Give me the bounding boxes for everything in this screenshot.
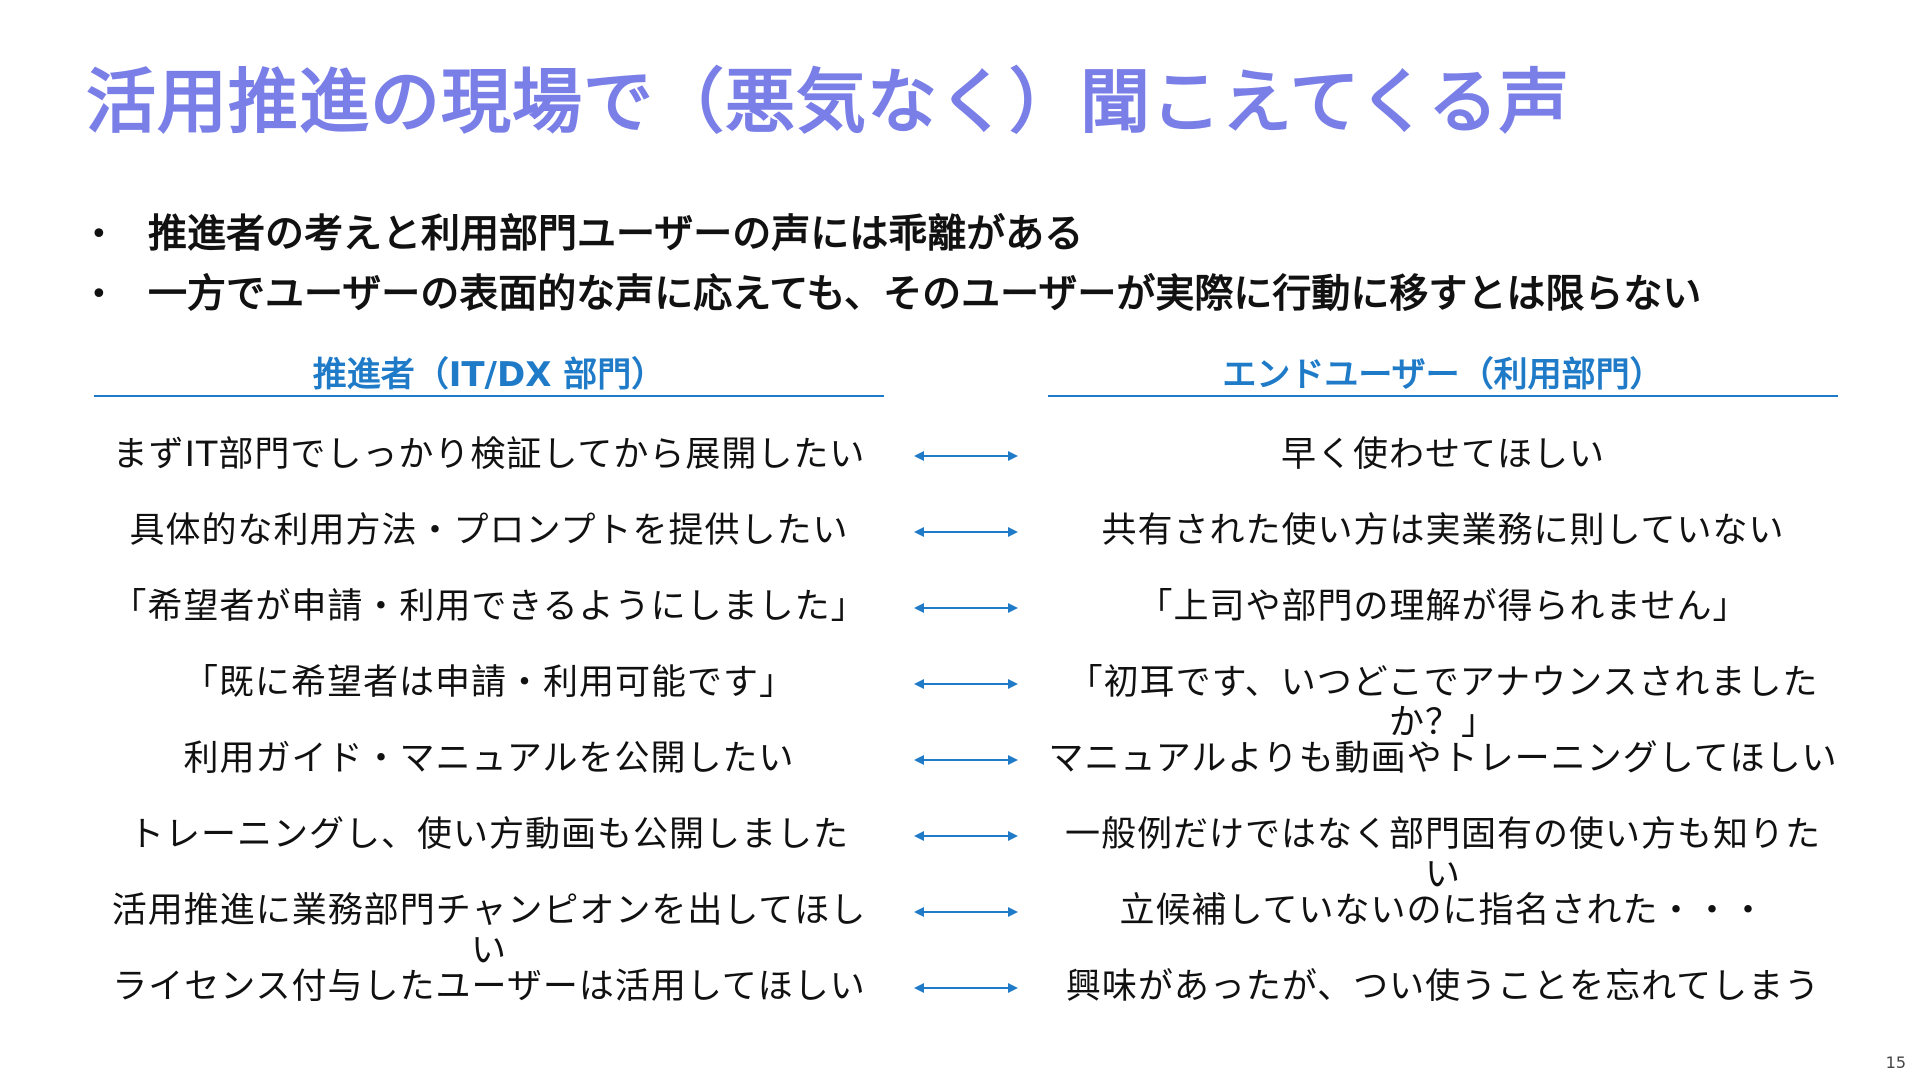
slide-title: 活用推進の現場で（悪気なく）聞こえてくる声 (86, 61, 1570, 143)
end-user-voice: 共有された使い方は実業務に則していない (1101, 511, 1785, 551)
promoter-voice: まずIT部門でしっかり検証してから展開したい (112, 435, 866, 475)
comparison-row: トレーニングし、使い方動画も公開しました 一般例だけではなく部門固有の使い方も知… (0, 815, 1920, 895)
promoter-voice: 「希望者が申請・利用できるようにしました」 (111, 587, 867, 627)
double-headed-arrow-icon (914, 755, 1018, 765)
comparison-row: ライセンス付与したユーザーは活用してほしい 興味があったが、つい使うことを忘れて… (0, 967, 1920, 1043)
end-user-voice: マニュアルよりも動画やトレーニングしてほしい (1048, 739, 1838, 779)
promoter-voice: 利用ガイド・マニュアルを公開したい (183, 739, 795, 779)
double-headed-arrow-icon (914, 603, 1018, 613)
end-user-voice: 興味があったが、つい使うことを忘れてしまう (1065, 967, 1821, 1007)
bullet-item: 推進者の考えと利用部門ユーザーの声には乖離がある (90, 205, 1701, 265)
double-headed-arrow-icon (914, 679, 1018, 689)
end-user-voice: 「初耳です、いつどこでアナウンスされましたか？」 (1067, 663, 1819, 743)
end-user-voice: 「上司や部門の理解が得られません」 (1137, 587, 1749, 627)
bullet-item: 一方でユーザーの表面的な声に応えても、そのユーザーが実際に行動に移すとは限らない (90, 265, 1701, 325)
comparison-row: 「既に希望者は申請・利用可能です」 「初耳です、いつどこでアナウンスされましたか… (0, 663, 1920, 743)
promoter-voice: 活用推進に業務部門チャンピオンを出してほしい (111, 891, 867, 971)
promoter-column-header: 推進者（IT/DX 部門） (312, 355, 666, 395)
promoter-header-divider (94, 395, 884, 397)
end-user-voice: 立候補していないのに指名された・・・ (1119, 891, 1767, 931)
bullet-list: 推進者の考えと利用部門ユーザーの声には乖離がある 一方でユーザーの表面的な声に応… (90, 205, 1701, 325)
comparison-row: まずIT部門でしっかり検証してから展開したい 早く使わせてほしい (0, 435, 1920, 511)
comparison-row: 活用推進に業務部門チャンピオンを出してほしい 立候補していないのに指名された・・… (0, 891, 1920, 971)
end-user-header-divider (1048, 395, 1838, 397)
comparison-row: 「希望者が申請・利用できるようにしました」 「上司や部門の理解が得られません」 (0, 587, 1920, 663)
promoter-voice: 「既に希望者は申請・利用可能です」 (182, 663, 795, 703)
double-headed-arrow-icon (914, 527, 1018, 537)
end-user-voice: 早く使わせてほしい (1280, 435, 1605, 475)
double-headed-arrow-icon (914, 451, 1018, 461)
promoter-voice: 具体的な利用方法・プロンプトを提供したい (129, 511, 849, 551)
comparison-row: 利用ガイド・マニュアルを公開したい マニュアルよりも動画やトレーニングしてほしい (0, 739, 1920, 815)
page-number: 15 (1885, 1053, 1906, 1072)
double-headed-arrow-icon (914, 831, 1018, 841)
double-headed-arrow-icon (914, 983, 1018, 993)
promoter-voice: ライセンス付与したユーザーは活用してほしい (112, 967, 866, 1007)
end-user-voice: 一般例だけではなく部門固有の使い方も知りたい (1064, 815, 1821, 895)
end-user-column-header: エンドユーザー（利用部門） (1222, 355, 1664, 395)
comparison-row: 具体的な利用方法・プロンプトを提供したい 共有された使い方は実業務に則していない (0, 511, 1920, 587)
double-headed-arrow-icon (914, 907, 1018, 917)
promoter-voice: トレーニングし、使い方動画も公開しました (128, 815, 849, 855)
